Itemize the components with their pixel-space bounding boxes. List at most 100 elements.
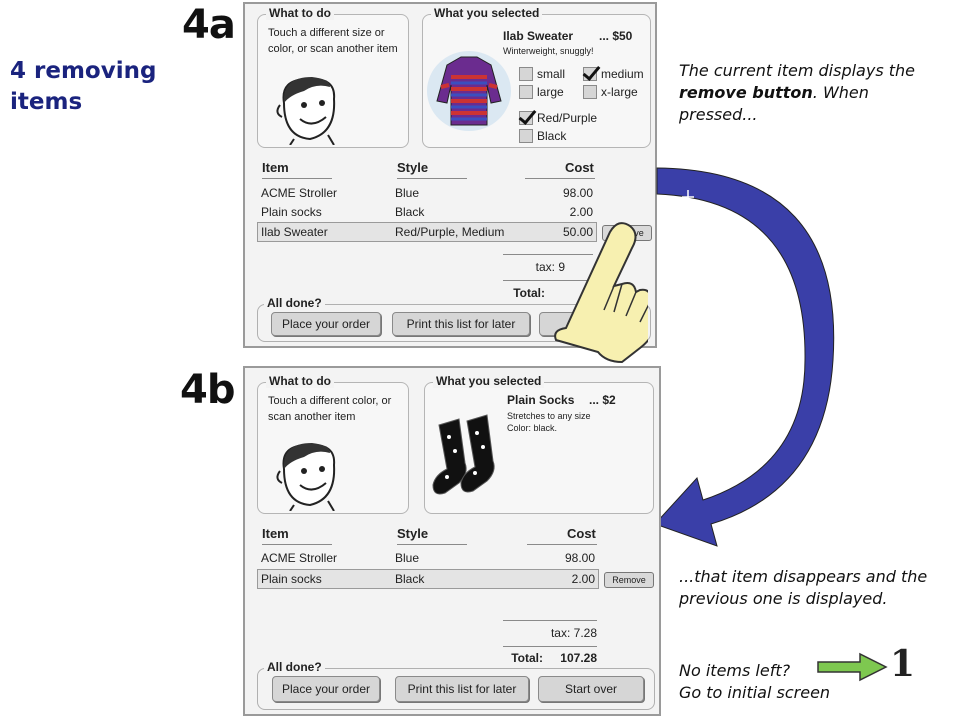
transition-arrow-icon [655, 167, 835, 547]
tax-amount: tax: 9 [535, 260, 565, 274]
all-done-legend: All done? [264, 660, 325, 674]
row-2-item: Plain socks [261, 205, 322, 219]
note-item-disappears: ...that item disappears and the previous… [679, 567, 928, 608]
total-rule [503, 646, 597, 647]
column-header-item: Item [262, 526, 289, 541]
total-value: 107.28 [560, 651, 597, 665]
header-rule [262, 544, 332, 545]
row-1-style: Blue [395, 186, 420, 200]
goto-screen-number: 1 [890, 643, 916, 685]
what-to-do-box-4b: What to do Touch a different color, or s… [257, 374, 409, 514]
header-rule [525, 178, 595, 179]
column-header-item: Item [262, 160, 289, 175]
note-no-items-left: No items left? Go to initial screen [679, 660, 879, 704]
checkbox[interactable] [519, 85, 533, 99]
row-2-style: Black [395, 572, 425, 586]
row-3-style: Red/Purple, Medium [395, 225, 505, 239]
selected-item-price: ... $2 [589, 393, 616, 407]
print-list-button[interactable]: Print this list for later [392, 312, 530, 336]
total-rule [503, 254, 593, 255]
note-current-item: The current item displays the remove but… [679, 60, 939, 126]
step-label-4a: 4a [182, 2, 236, 48]
what-to-do-text: Touch a different size or color, or scan… [268, 27, 398, 55]
checkbox[interactable] [519, 67, 533, 81]
remove-button[interactable]: Remove [604, 572, 654, 588]
all-done-group: All done? [257, 296, 651, 342]
what-selected-heading: What you selected [431, 6, 543, 20]
print-list-button[interactable]: Print this list for later [395, 676, 529, 702]
size-option-x-large[interactable]: x-large [583, 85, 638, 99]
step-label-4b: 4b [180, 367, 235, 413]
column-header-style: Style [397, 160, 429, 175]
note-emphasis: remove button [679, 83, 813, 102]
header-rule [397, 178, 467, 179]
note-text: No items left? [679, 661, 791, 680]
header-rule [262, 178, 332, 179]
go-arrow-icon [817, 652, 888, 682]
row-1-item: ACME Stroller [261, 186, 338, 200]
screen-4b: What to do Touch a different color, or s… [243, 366, 661, 716]
column-header-cost: Cost [567, 526, 596, 541]
row-1-cost: 98.00 [562, 186, 593, 200]
tax-amount: tax: 7.28 [550, 626, 597, 640]
option-label: x-large [601, 85, 638, 99]
total-rule [503, 280, 593, 281]
what-to-do-text: Touch a different color, or scan another… [268, 395, 392, 423]
checkbox[interactable] [583, 85, 597, 99]
row-2-item: Plain socks [261, 572, 322, 586]
place-order-button[interactable]: Place your order [271, 312, 381, 336]
checkbox[interactable] [519, 129, 533, 143]
what-to-do-box-4a: What to do Touch a different size or col… [257, 6, 409, 148]
total-label: Total: [513, 286, 545, 300]
checkbox-checked[interactable] [583, 67, 597, 81]
all-done-legend: All done? [264, 296, 325, 310]
size-option-small[interactable]: small [519, 67, 565, 81]
option-label: medium [601, 67, 644, 81]
note-text: The current item displays the [679, 61, 916, 80]
sweater-icon [427, 51, 511, 131]
selected-item-name: Ilab Sweater [503, 29, 574, 43]
header-rule [397, 544, 467, 545]
note-text: Go to initial screen [679, 683, 831, 702]
size-option-large[interactable]: large [519, 85, 564, 99]
size-option-medium[interactable]: medium [583, 67, 644, 81]
row-1-item: ACME Stroller [261, 551, 338, 565]
all-done-group: All done? [257, 660, 655, 710]
selected-table-row[interactable] [257, 569, 599, 589]
header-rule [527, 544, 597, 545]
start-over-button[interactable]: Start over [538, 676, 644, 702]
row-3-cost: 50.00 [562, 225, 593, 239]
selected-item-name: Plain Socks [507, 393, 575, 407]
socks-icon [432, 414, 495, 495]
option-label: large [537, 85, 564, 99]
column-header-cost: Cost [565, 160, 594, 175]
what-selected-box-4b: What you selected Plain Socks ... $2 Str… [424, 374, 654, 514]
row-1-style: Blue [395, 551, 420, 565]
option-label: Black [537, 129, 567, 143]
what-to-do-heading: What to do [266, 374, 334, 388]
checkbox-checked[interactable] [519, 111, 533, 125]
selected-item-description: Stretches to any size Color: black. [507, 411, 591, 433]
color-option-red-purple[interactable]: Red/Purple [519, 111, 597, 125]
row-3-item: Ilab Sweater [261, 225, 328, 239]
column-header-style: Style [397, 526, 429, 541]
helper-face-icon [276, 77, 336, 145]
selected-item-description: Winterweight, snuggly! [503, 46, 594, 56]
option-label: small [537, 67, 566, 81]
selected-item-price: ... $50 [599, 29, 633, 43]
pointing-hand-icon [554, 222, 648, 364]
row-2-style: Black [395, 205, 425, 219]
total-rule [503, 620, 597, 621]
what-to-do-heading: What to do [266, 6, 334, 20]
place-order-button[interactable]: Place your order [272, 676, 380, 702]
row-1-cost: 98.00 [564, 551, 595, 565]
slide-title: 4 removing items [10, 58, 157, 115]
total-label: Total: [511, 651, 543, 665]
selected-table-row[interactable] [257, 222, 597, 242]
row-2-cost: 2.00 [569, 205, 593, 219]
note-text: . When pressed... [679, 83, 869, 124]
helper-face-icon [276, 443, 336, 511]
what-selected-heading: What you selected [433, 374, 545, 388]
option-label: Red/Purple [537, 111, 598, 125]
color-option-black[interactable]: Black [519, 129, 566, 143]
